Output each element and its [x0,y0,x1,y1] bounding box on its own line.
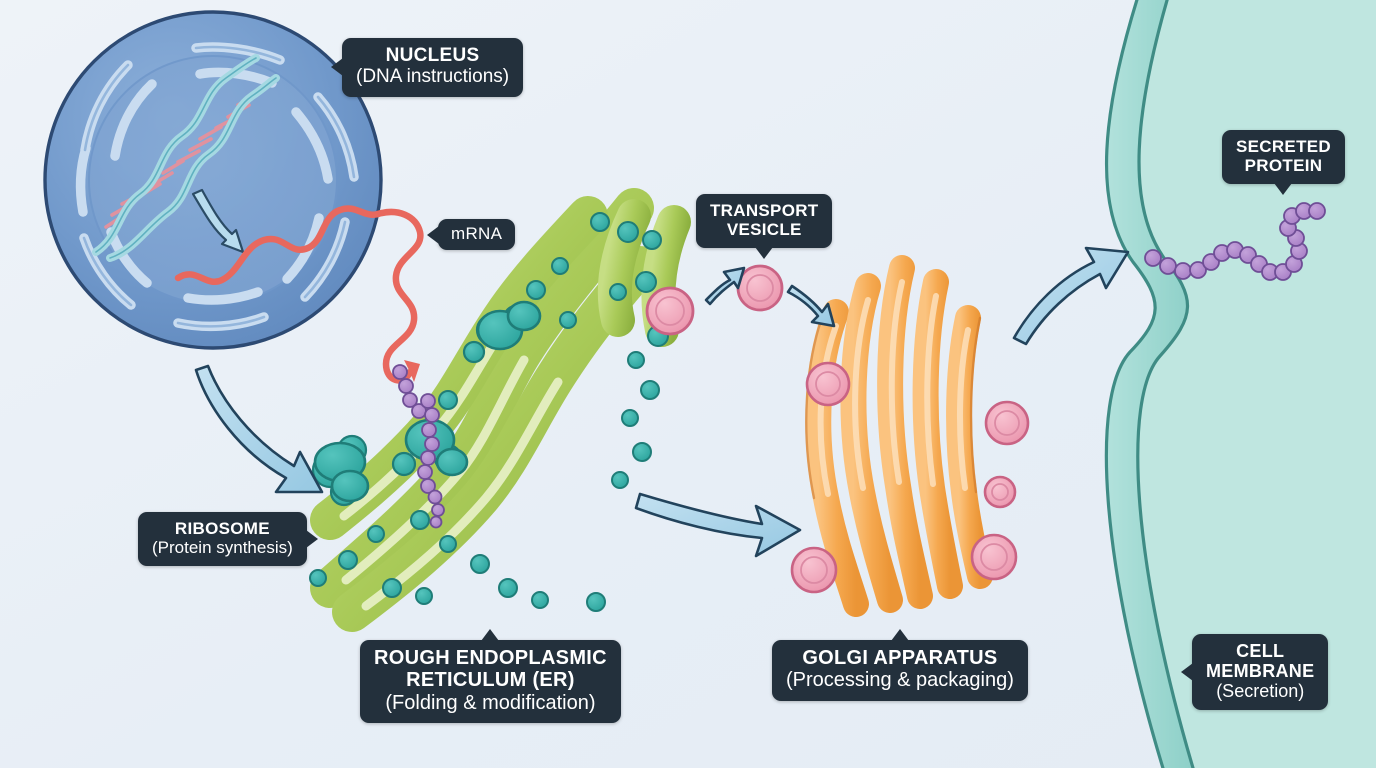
callout-nucleus[interactable]: NUCLEUS (DNA instructions) [331,38,524,97]
er-budding-vesicle-inner [655,296,685,326]
callout-ribosome-title: RIBOSOME [174,519,270,538]
arrow-golgi-to-membrane [1012,246,1130,346]
callout-nucleus-subtitle: (DNA instructions) [356,66,510,88]
golgi-apparatus-group [790,255,1030,617]
callout-ribosome-subtitle: (Protein synthesis) [152,538,293,558]
mrna-arrowhead [404,360,420,382]
golgi-vesicles [790,361,1030,594]
callout-mrna-title: mRNA [451,224,503,243]
nucleus-group [43,10,383,350]
callout-endoplasmic-reticulum[interactable]: ROUGH ENDOPLASMIC RETICULUM (ER) (Foldin… [360,629,621,724]
callout-tail-icon [427,225,439,244]
transport-vesicle [736,264,784,312]
arrows-group [194,246,1130,558]
callout-er-title2: RETICULUM (ER) [406,669,575,692]
golgi-vesicle-small [983,475,1017,509]
callout-ribosome[interactable]: RIBOSOME (Protein synthesis) [138,512,318,567]
polypeptide-chain [392,364,445,529]
callout-transport-subtitle: VESICLE [726,220,802,240]
callout-secreted-subtitle: PROTEIN [1244,156,1323,176]
arrow-nucleus-to-er [194,364,324,494]
arrow-er-to-vesicle [704,266,746,306]
callout-tail-icon [755,247,774,260]
callout-tail-icon [1181,663,1193,682]
golgi-vesicle-right-attached [984,400,1030,446]
golgi-vesicle-bottom-right [970,533,1018,581]
er-budding-vesicle [645,286,695,336]
dna-double-helix [92,54,280,262]
arrow-er-to-golgi [634,492,802,558]
callout-membrane-title2: MEMBRANE [1206,661,1315,682]
cell-membrane-group [1104,0,1376,768]
mrna-strand-cytoplasm [374,208,424,384]
arrow-dna-to-mrna [191,188,245,254]
callout-golgi-apparatus[interactable]: GOLGI APPARATUS (Processing & packaging) [772,629,1028,701]
nuclear-pore-inner [82,45,356,328]
callout-secreted-protein[interactable]: SECRETED PROTEIN [1222,130,1345,196]
callout-tail-icon [1274,183,1293,196]
callout-er-title: ROUGH ENDOPLASMIC [374,647,607,669]
golgi-vesicle-bottom-left [790,546,838,594]
secreted-protein-chain [1144,202,1326,281]
rough-endoplasmic-reticulum-group [309,188,695,632]
callout-golgi-title: GOLGI APPARATUS [802,647,998,669]
golgi-vesicle-left-attached [805,361,851,407]
callout-tail-icon [481,629,500,641]
callout-tail-icon [305,530,318,549]
callout-golgi-subtitle: (Processing & packaging) [786,669,1014,692]
callout-membrane-subtitle: (Secretion) [1216,681,1305,702]
callout-transport-title: TRANSPORT [710,201,819,220]
callout-membrane-title: CELL [1236,641,1285,661]
callout-tail-icon [331,58,343,77]
arrow-vesicle-to-golgi [786,284,836,328]
callout-er-subtitle: (Folding & modification) [385,691,596,714]
extracellular-space [1113,0,1376,768]
callout-nucleus-title: NUCLEUS [385,45,480,66]
mrna-strand [174,205,382,285]
callout-cell-membrane[interactable]: CELL MEMBRANE (Secretion) [1181,634,1329,711]
cell-membrane-band [1104,0,1195,768]
er-cisterna-3 [310,196,608,540]
callout-tail-icon [890,629,909,641]
callout-mrna[interactable]: mRNA [427,219,516,251]
callout-transport-vesicle[interactable]: TRANSPORT VESICLE [696,194,833,260]
callout-secreted-title: SECRETED [1236,137,1331,156]
er-cisterna-1 [310,188,654,608]
